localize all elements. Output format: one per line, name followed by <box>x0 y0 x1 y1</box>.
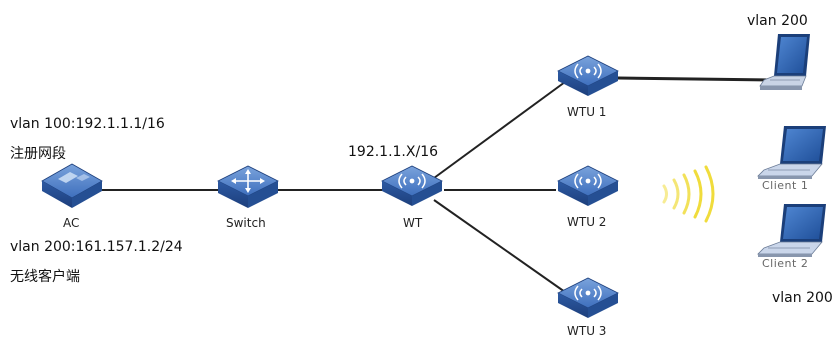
client1-laptop-icon <box>757 126 826 179</box>
wtu3-label: WTU 3 <box>567 324 607 338</box>
link-wt-wtu1 <box>433 81 566 179</box>
client2-laptop-icon <box>757 204 826 257</box>
link-wtu1-laptop <box>617 76 771 82</box>
laptop-top-icon <box>759 34 810 90</box>
wireless-client-label: 无线客户端 <box>10 269 80 285</box>
wtu2-device-icon <box>557 165 619 206</box>
wtu2-label: WTU 2 <box>567 215 607 229</box>
ac-label: AC <box>63 216 80 230</box>
switch-label: Switch <box>226 216 266 230</box>
wt-device-icon <box>381 165 443 206</box>
wtu1-device-icon <box>557 55 619 96</box>
wt-label: WT <box>403 216 423 230</box>
client2-label: Client 2 <box>762 257 809 270</box>
vlan-wireless-label: vlan 200:161.157.1.2/24 <box>10 239 183 255</box>
vlan-register-label: vlan 100:192.1.1.1/16 <box>10 116 165 132</box>
wtu3-device-icon <box>557 277 619 318</box>
client1-label: Client 1 <box>762 179 809 192</box>
register-segment-label: 注册网段 <box>10 146 66 162</box>
ac-device-icon <box>41 163 103 208</box>
switch-device-icon <box>217 165 279 208</box>
wt-subnet-label: 192.1.1.X/16 <box>348 144 439 160</box>
link-wt-wtu3 <box>433 199 566 293</box>
wireless-signal-icon <box>662 165 715 223</box>
vlan-200-bottom-label: vlan 200 <box>772 290 833 306</box>
wtu1-label: WTU 1 <box>567 105 607 119</box>
links <box>100 76 771 293</box>
vlan-200-top-label: vlan 200 <box>747 13 808 29</box>
